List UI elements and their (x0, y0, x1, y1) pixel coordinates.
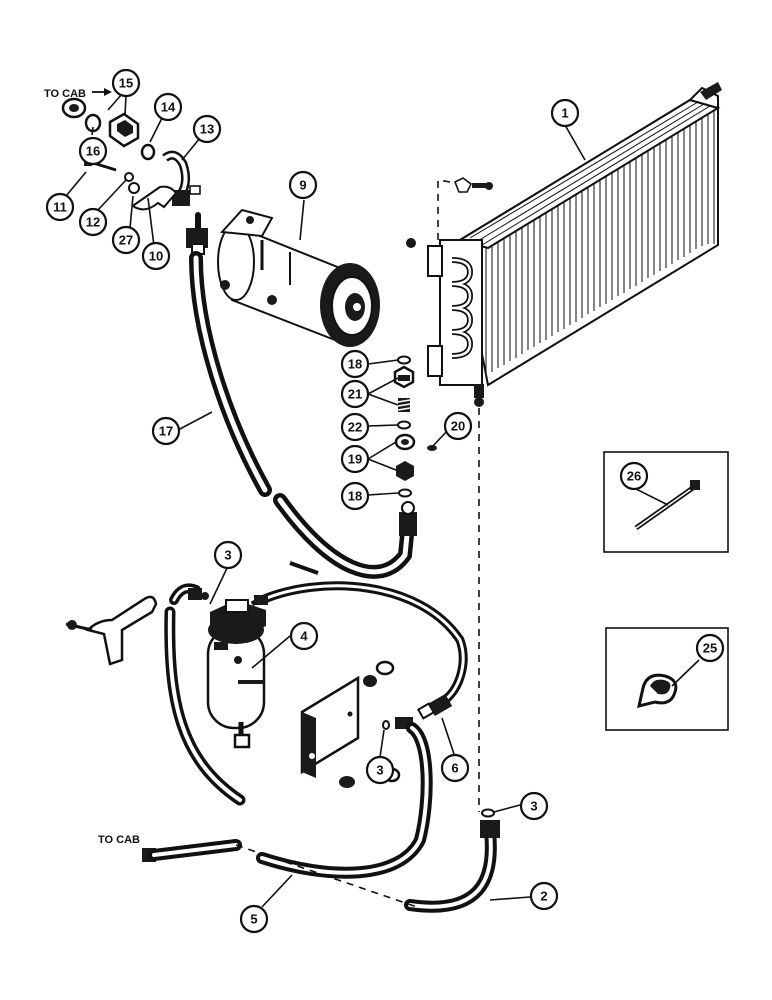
hose-to-cab (142, 839, 242, 862)
svg-text:25: 25 (703, 641, 717, 656)
svg-text:2: 2 (540, 889, 547, 904)
callout-13: 13 (192, 114, 222, 144)
compressor (217, 208, 380, 347)
callout-10: 10 (141, 241, 171, 271)
svg-text:19: 19 (348, 452, 362, 467)
callout-21: 21 (340, 379, 370, 409)
condenser (406, 82, 722, 407)
hose-5 (256, 717, 433, 879)
callout-3-top: 3 (213, 540, 243, 570)
svg-text:3: 3 (376, 763, 383, 778)
svg-text:TO CAB: TO CAB (44, 88, 86, 100)
mounting-bracket (233, 660, 401, 788)
svg-text:27: 27 (119, 233, 133, 248)
condenser-fitting-stack (393, 355, 437, 498)
svg-text:6: 6 (451, 761, 458, 776)
svg-text:18: 18 (348, 489, 362, 504)
callout-15: 15 (111, 68, 141, 98)
callout-1: 1 (550, 98, 580, 128)
dashed-connection-cab (235, 844, 421, 909)
svg-text:9: 9 (299, 178, 306, 193)
callout-17: 17 (151, 416, 181, 446)
svg-text:3: 3 (530, 799, 537, 814)
callout-11: 11 (45, 192, 75, 222)
svg-text:10: 10 (149, 249, 163, 264)
svg-text:26: 26 (627, 469, 641, 484)
svg-text:20: 20 (451, 419, 465, 434)
svg-text:22: 22 (348, 420, 362, 435)
callout-18-bottom: 18 (340, 481, 370, 511)
hose-17 (186, 212, 417, 579)
callout-12: 12 (78, 207, 108, 237)
hose-receiver-lines (164, 561, 468, 806)
svg-text:4: 4 (300, 629, 308, 644)
callout-22: 22 (340, 412, 370, 442)
callout-14: 14 (153, 92, 183, 122)
hose-2 (404, 808, 500, 913)
svg-text:17: 17 (159, 424, 173, 439)
callout-20: 20 (443, 411, 473, 441)
svg-text:11: 11 (53, 200, 67, 215)
callout-18-top: 18 (340, 349, 370, 379)
callout-6: 6 (440, 753, 470, 783)
callout-25: 25 (695, 633, 725, 663)
svg-text:5: 5 (250, 912, 257, 927)
leader-lines (65, 93, 700, 908)
callout-2: 2 (529, 881, 559, 911)
callout-3-middle: 3 (365, 755, 395, 785)
callout-5: 5 (239, 904, 269, 934)
inset-part-26 (603, 451, 729, 553)
callout-9: 9 (288, 170, 318, 200)
svg-text:18: 18 (348, 357, 362, 372)
callout-26: 26 (619, 461, 649, 491)
svg-text:12: 12 (86, 215, 100, 230)
svg-text:14: 14 (161, 100, 176, 115)
callout-16: 16 (78, 136, 108, 166)
callout-4: 4 (289, 621, 319, 651)
svg-text:16: 16 (86, 144, 100, 159)
svg-text:1: 1 (561, 106, 568, 121)
svg-text:15: 15 (119, 76, 133, 91)
to-cab-note-bottom: TO CAB (98, 834, 140, 846)
svg-text:13: 13 (200, 122, 214, 137)
receiver-drier (65, 595, 266, 730)
to-cab-note-top: TO CAB (44, 88, 112, 100)
svg-text:3: 3 (224, 548, 231, 563)
callout-19: 19 (340, 444, 370, 474)
callout-3-right: 3 (519, 791, 549, 821)
svg-text:21: 21 (348, 387, 362, 402)
callout-27: 27 (111, 225, 141, 255)
